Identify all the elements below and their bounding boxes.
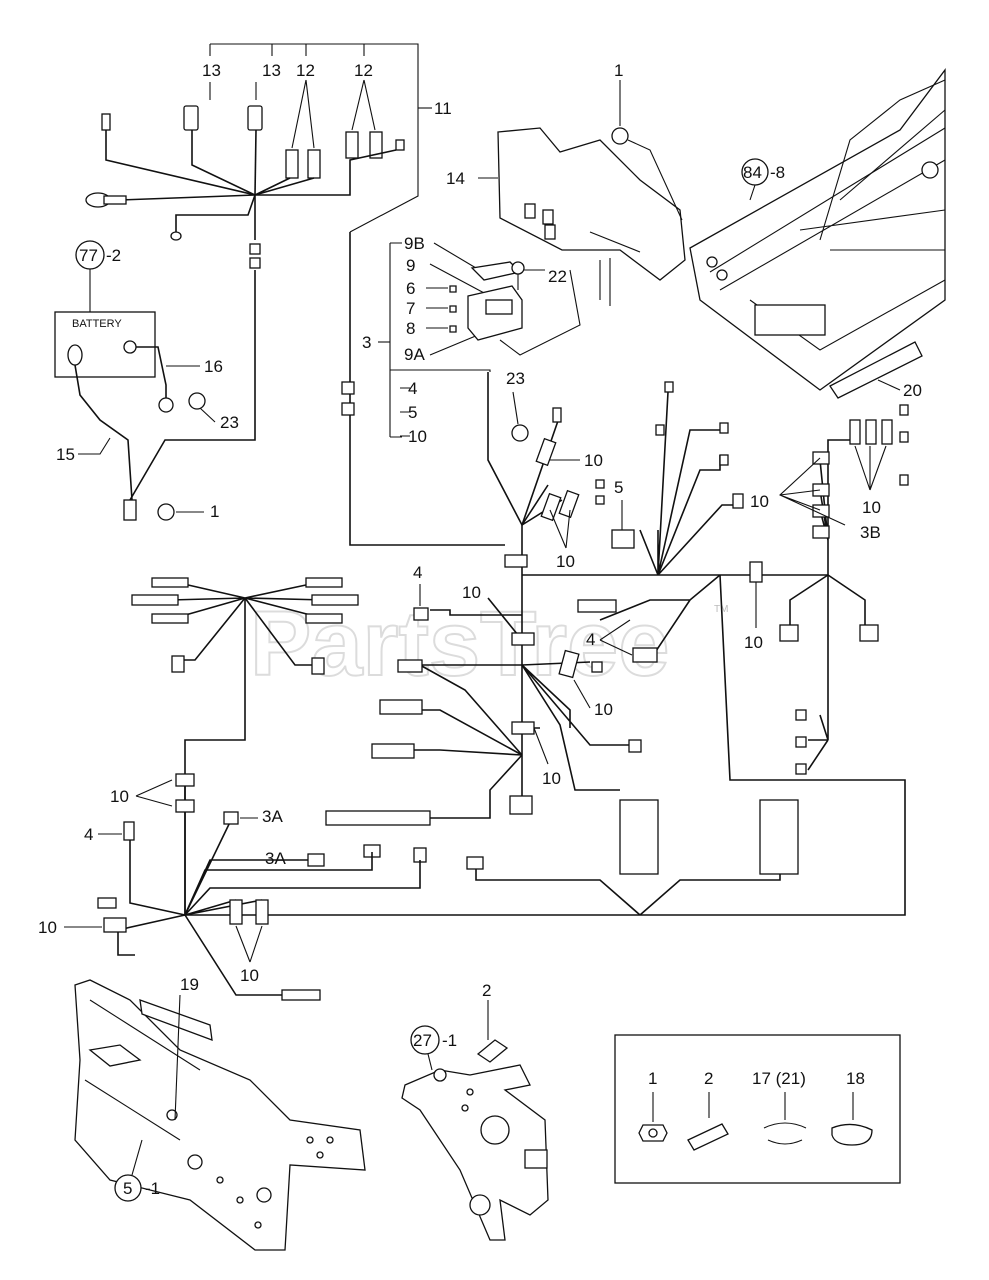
callout-4a: 4 <box>408 379 417 398</box>
callout-10h: 10 <box>594 700 613 719</box>
callout-3B: 3B <box>860 523 881 542</box>
callout-1-top: 1 <box>614 61 623 80</box>
frame-5: 5 -1 <box>74 979 366 1251</box>
ref-77-suffix: -2 <box>106 246 121 265</box>
callout-5a: 5 <box>408 403 417 422</box>
ref-5-suffix: -1 <box>145 1179 160 1198</box>
callout-10l: 10 <box>240 966 259 985</box>
callout-11: 11 <box>434 99 452 118</box>
callout-15: 15 <box>56 445 75 464</box>
legend-17-21: 17 (21) <box>752 1069 806 1088</box>
callout-10j: 10 <box>110 787 129 806</box>
callout-5b: 5 <box>614 478 623 497</box>
callout-8: 8 <box>406 319 415 338</box>
battery: 77 -2 BATTERY <box>54 240 206 521</box>
callout-1-batt: 1 <box>210 502 219 521</box>
callout-14: 14 <box>446 169 465 188</box>
frame-84: 84 -8 <box>689 68 946 399</box>
legend-1: 1 <box>648 1069 657 1088</box>
hardware-legend: 1 2 17 (21) 18 <box>614 1034 901 1184</box>
callout-13b: 13 <box>262 61 281 80</box>
callout-2-top: 2 <box>482 981 491 1000</box>
relay-module <box>449 261 581 356</box>
ref-77: 77 <box>79 246 98 265</box>
callout-10b: 10 <box>584 451 603 470</box>
bracket-14 <box>478 127 686 306</box>
callout-3: 3 <box>362 333 371 352</box>
battery-label: BATTERY <box>72 318 122 330</box>
callout-10a: 10 <box>408 427 427 446</box>
harness-lower-left <box>97 773 640 1001</box>
ref-27: 27 <box>413 1031 432 1050</box>
callout-9B: 9B <box>404 234 425 253</box>
callout-12a: 12 <box>296 61 315 80</box>
callout-3A-b: 3A <box>265 849 286 868</box>
connectors-13 <box>101 105 405 179</box>
relay-bracket <box>378 242 491 438</box>
main-harness-parts <box>325 381 909 875</box>
callout-9: 9 <box>406 256 415 275</box>
callout-20: 20 <box>903 381 922 400</box>
callout-12b: 12 <box>354 61 373 80</box>
callout-16: 16 <box>204 357 223 376</box>
ref-84-suffix: -8 <box>770 163 785 182</box>
bracket-27: 27 -1 <box>401 1000 549 1241</box>
callout-10d: 10 <box>750 492 769 511</box>
callout-19: 19 <box>180 975 199 994</box>
nut-top <box>611 80 683 221</box>
ref-84: 84 <box>743 163 762 182</box>
callout-22: 22 <box>548 267 567 286</box>
callout-23b: 23 <box>506 369 525 388</box>
callout-9A: 9A <box>404 345 425 364</box>
callout-4d: 4 <box>84 825 93 844</box>
callout-10i: 10 <box>542 769 561 788</box>
legend-2: 2 <box>704 1069 713 1088</box>
callout-3A-a: 3A <box>262 807 283 826</box>
callout-10e: 10 <box>862 498 881 517</box>
ref-5: 5 <box>123 1179 132 1198</box>
callout-4b: 4 <box>413 563 422 582</box>
top-bracket <box>209 43 432 233</box>
ref-27-suffix: -1 <box>442 1031 457 1050</box>
callout-10g: 10 <box>744 633 763 652</box>
callout-23a: 23 <box>220 413 239 432</box>
callout-10f: 10 <box>462 583 481 602</box>
callout-10k: 10 <box>38 918 57 937</box>
callout-4c: 4 <box>586 630 595 649</box>
legend-18: 18 <box>846 1069 865 1088</box>
callout-13a: 13 <box>202 61 221 80</box>
callout-7: 7 <box>406 299 415 318</box>
harness-upper-left <box>85 129 505 546</box>
callout-10c: 10 <box>556 552 575 571</box>
callout-6: 6 <box>406 279 415 298</box>
